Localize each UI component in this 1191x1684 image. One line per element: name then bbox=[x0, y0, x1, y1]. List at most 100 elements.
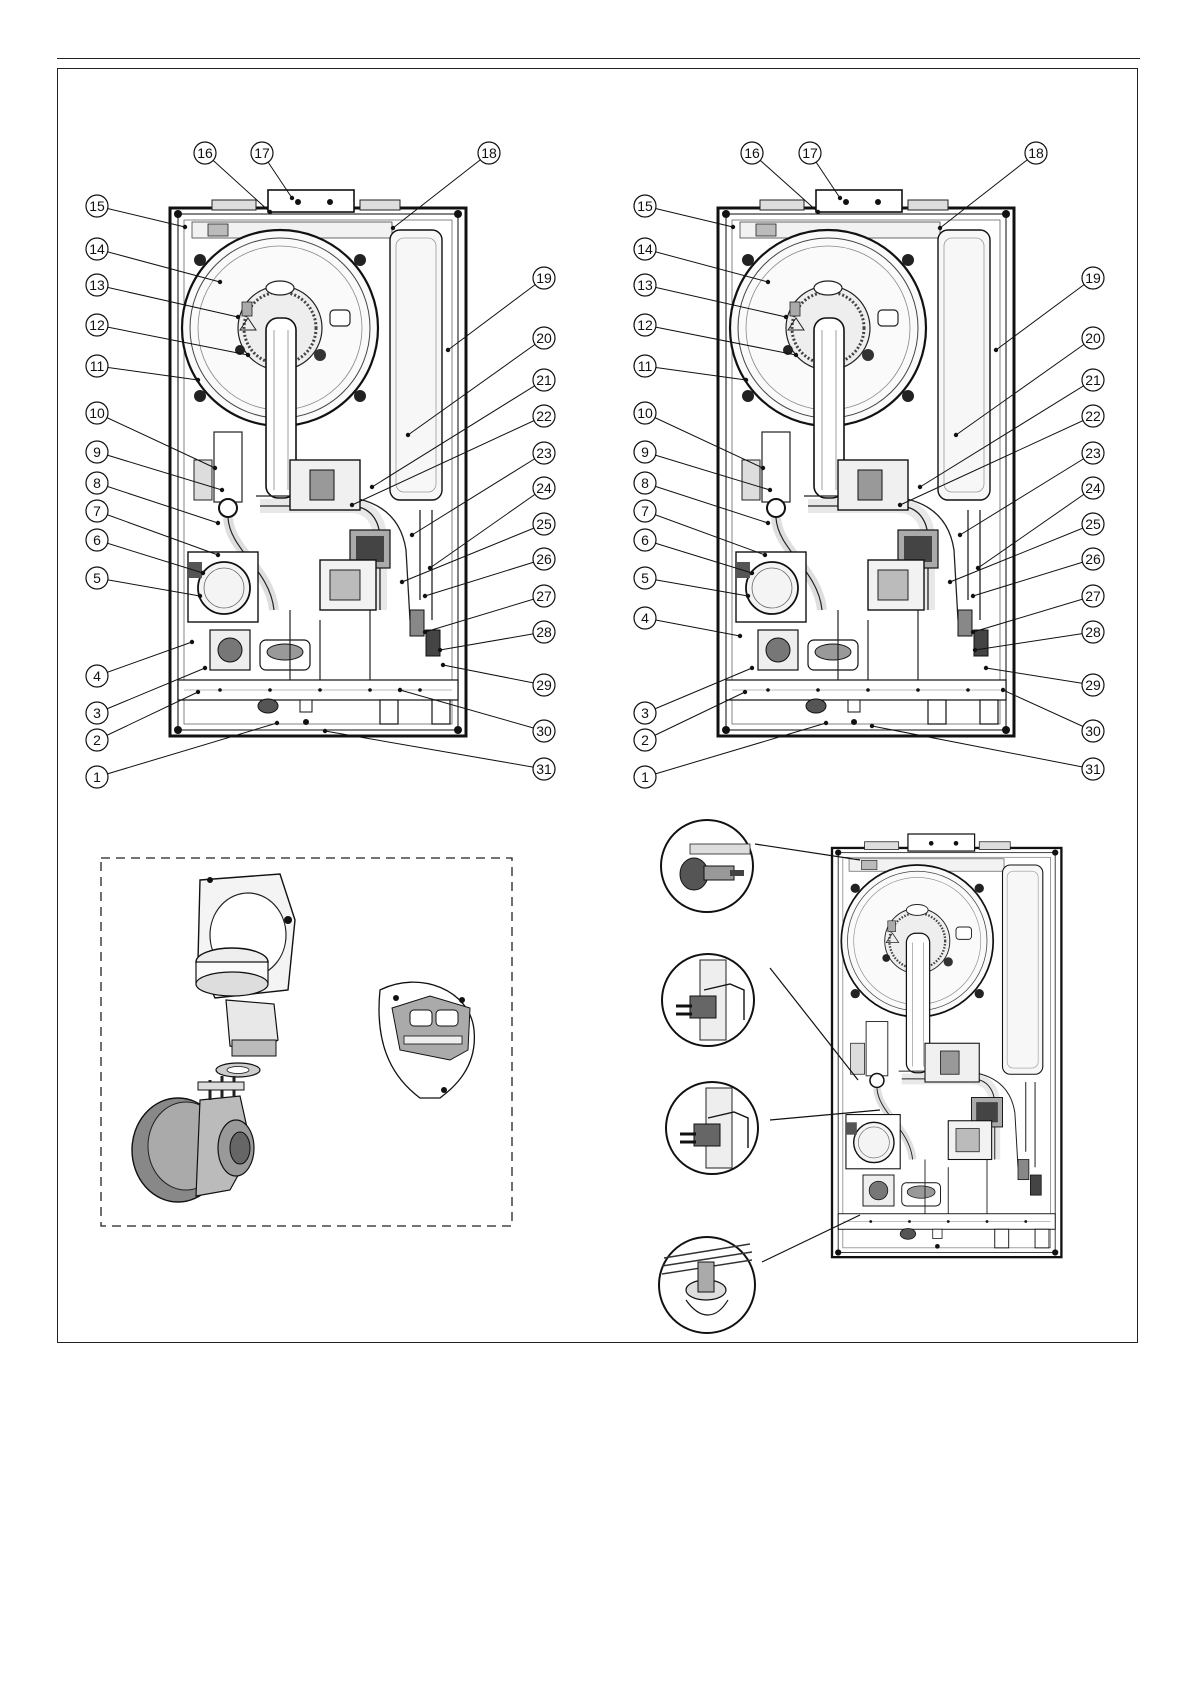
callout-leader-22 bbox=[900, 416, 1093, 505]
callout-number-14: 14 bbox=[637, 241, 653, 257]
callout-target-28 bbox=[438, 648, 442, 652]
callout-target-5 bbox=[746, 594, 750, 598]
callout-leader-5 bbox=[97, 578, 200, 596]
callout-leader-2 bbox=[645, 692, 745, 740]
callout-target-28 bbox=[973, 648, 977, 652]
callout-target-31 bbox=[870, 724, 874, 728]
callout-number-21: 21 bbox=[536, 372, 552, 388]
callout-leader-5 bbox=[645, 578, 748, 596]
callout-target-26 bbox=[423, 594, 427, 598]
callout-target-13 bbox=[236, 315, 240, 319]
callout-number-25: 25 bbox=[536, 516, 552, 532]
callout-leader-19 bbox=[448, 278, 544, 350]
callout-leader-26 bbox=[425, 559, 544, 596]
callout-number-21: 21 bbox=[1085, 372, 1101, 388]
callout-number-10: 10 bbox=[89, 405, 105, 421]
callout-number-27: 27 bbox=[536, 588, 552, 604]
callout-number-18: 18 bbox=[481, 145, 497, 161]
callout-target-19 bbox=[994, 348, 998, 352]
callout-leader-18 bbox=[940, 153, 1036, 228]
callout-target-12 bbox=[794, 353, 798, 357]
detail-circle-2 bbox=[662, 954, 754, 1046]
callout-leader-10 bbox=[97, 413, 215, 468]
callout-target-29 bbox=[984, 666, 988, 670]
callout-target-30 bbox=[1001, 688, 1005, 692]
boiler-front-view-left bbox=[170, 190, 466, 736]
callout-number-7: 7 bbox=[93, 503, 101, 519]
callout-target-6 bbox=[201, 571, 205, 575]
callout-number-24: 24 bbox=[536, 480, 552, 496]
callout-number-9: 9 bbox=[93, 444, 101, 460]
callout-target-17 bbox=[290, 196, 294, 200]
callout-target-26 bbox=[971, 594, 975, 598]
callout-target-4 bbox=[190, 640, 194, 644]
callout-leader-1 bbox=[97, 723, 277, 777]
callout-target-29 bbox=[441, 663, 445, 667]
callout-number-17: 17 bbox=[802, 145, 818, 161]
callout-leader-27 bbox=[973, 596, 1093, 632]
callout-target-12 bbox=[246, 353, 250, 357]
callout-leader-19 bbox=[996, 278, 1093, 350]
callout-leader-7 bbox=[645, 511, 765, 555]
callout-leader-6 bbox=[97, 540, 203, 573]
insulation-disc-drawing bbox=[379, 982, 474, 1098]
callout-target-17 bbox=[838, 196, 842, 200]
callout-target-1 bbox=[824, 721, 828, 725]
callout-number-29: 29 bbox=[1085, 677, 1101, 693]
callout-target-15 bbox=[183, 225, 187, 229]
callout-number-27: 27 bbox=[1085, 588, 1101, 604]
callout-leader-25 bbox=[950, 524, 1093, 582]
callout-target-10 bbox=[213, 466, 217, 470]
callout-target-23 bbox=[958, 533, 962, 537]
callout-target-27 bbox=[971, 630, 975, 634]
callout-number-3: 3 bbox=[641, 705, 649, 721]
callout-target-13 bbox=[784, 315, 788, 319]
callout-number-4: 4 bbox=[641, 610, 649, 626]
callout-number-2: 2 bbox=[641, 732, 649, 748]
callout-number-9: 9 bbox=[641, 444, 649, 460]
callout-leader-31 bbox=[872, 726, 1093, 769]
callout-leader-2 bbox=[97, 692, 198, 740]
callout-number-12: 12 bbox=[89, 317, 105, 333]
callout-number-29: 29 bbox=[536, 677, 552, 693]
callout-number-20: 20 bbox=[1085, 330, 1101, 346]
callout-target-15 bbox=[731, 225, 735, 229]
callout-target-2 bbox=[196, 690, 200, 694]
callout-target-8 bbox=[766, 521, 770, 525]
parts-kit-box bbox=[101, 858, 512, 1226]
callout-leader-30 bbox=[400, 690, 544, 731]
callout-target-6 bbox=[750, 571, 754, 575]
callout-target-5 bbox=[198, 594, 202, 598]
callout-target-22 bbox=[350, 503, 354, 507]
callout-number-7: 7 bbox=[641, 503, 649, 519]
callout-number-30: 30 bbox=[1085, 723, 1101, 739]
callout-number-13: 13 bbox=[89, 277, 105, 293]
callout-number-8: 8 bbox=[641, 475, 649, 491]
callout-leader-10 bbox=[645, 413, 763, 468]
callout-number-18: 18 bbox=[1028, 145, 1044, 161]
callout-target-16 bbox=[816, 210, 820, 214]
callout-number-31: 31 bbox=[536, 761, 552, 777]
callout-number-20: 20 bbox=[536, 330, 552, 346]
callout-target-25 bbox=[400, 580, 404, 584]
callout-number-15: 15 bbox=[89, 198, 105, 214]
detail-circle-4 bbox=[659, 1237, 755, 1333]
callout-target-2 bbox=[743, 690, 747, 694]
callout-leader-24 bbox=[430, 488, 544, 568]
callout-number-5: 5 bbox=[641, 570, 649, 586]
boiler-detail-view bbox=[832, 834, 1061, 1257]
callout-target-9 bbox=[768, 488, 772, 492]
callout-target-30 bbox=[398, 688, 402, 692]
callout-leader-28 bbox=[975, 632, 1093, 650]
callout-target-14 bbox=[766, 280, 770, 284]
callout-target-22 bbox=[898, 503, 902, 507]
callout-leader-22 bbox=[352, 416, 544, 505]
callout-target-18 bbox=[938, 226, 942, 230]
callout-number-22: 22 bbox=[536, 408, 552, 424]
callout-number-23: 23 bbox=[1085, 445, 1101, 461]
callout-number-4: 4 bbox=[93, 668, 101, 684]
callout-number-28: 28 bbox=[536, 624, 552, 640]
callout-number-13: 13 bbox=[637, 277, 653, 293]
callout-number-31: 31 bbox=[1085, 761, 1101, 777]
